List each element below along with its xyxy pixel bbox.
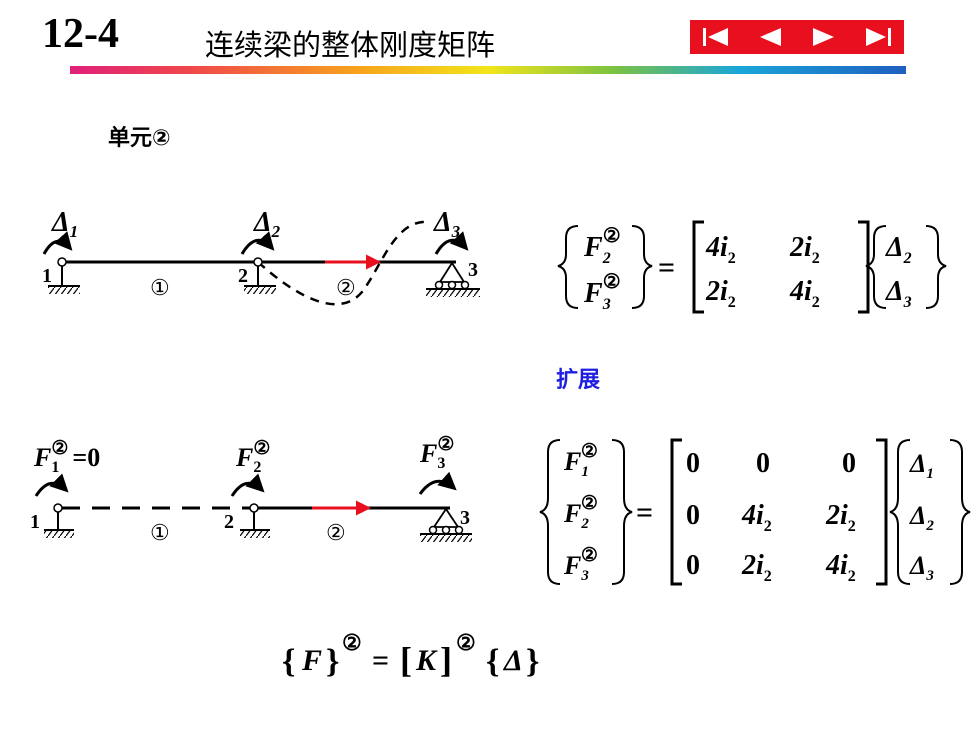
previous-icon — [759, 28, 781, 46]
moment-arrow-1 — [42, 231, 73, 255]
force-label-1: F1②=0 — [33, 438, 100, 476]
eq3-F: F — [301, 644, 322, 677]
eq1-matrix-cell-1-0: 2i2 — [705, 276, 736, 311]
eq1-lhs-2: F3② — [583, 271, 621, 313]
eq3-sup-1: ② — [342, 630, 362, 655]
next-icon — [813, 28, 834, 46]
eq2-rhs-3: Δ3 — [909, 551, 934, 584]
deflection-curve — [257, 220, 431, 306]
eq2-equals: = — [636, 496, 653, 529]
eq2-rhs-2: Δ2 — [909, 501, 934, 534]
next-slide-button[interactable] — [797, 20, 851, 54]
eq1-matrix-cell-0-1: 2i2 — [789, 232, 820, 267]
eq2-cell-0-1: 0 — [756, 448, 770, 479]
pin-support-node-2 — [244, 257, 276, 294]
skip-last-icon — [865, 28, 891, 46]
section-number: 12-4 — [42, 11, 119, 57]
element-heading: 单元② — [108, 126, 171, 151]
moment-label-3: Δ3 — [433, 207, 461, 241]
node-label-3: 3 — [460, 507, 470, 529]
roller-support-node-3 — [426, 261, 480, 297]
eq3-delta: Δ — [503, 644, 523, 677]
skip-first-icon — [703, 28, 728, 46]
expanded-stiffness-equation: F1② F2② F3② = 0 0 0 0 4i2 2i2 0 2i2 4i2 … — [539, 438, 971, 586]
beam-diagram-2: F1②=0 F2② F3② 1 2 3 ① ② — [30, 434, 472, 545]
eq3-brace-close: } — [326, 643, 339, 680]
eq3-K: K — [415, 644, 438, 677]
pin-support-node-1 — [44, 503, 74, 538]
pin-support-node-2 — [240, 503, 270, 538]
header-divider — [70, 66, 906, 74]
moment-arrow-3 — [418, 471, 457, 495]
eq3-equals: = — [372, 644, 389, 677]
beam-diagram-1: Δ1 Δ2 Δ3 1 2 3 ① ② — [42, 207, 480, 306]
moment-arrow-1 — [34, 473, 69, 497]
node-label-1: 1 — [42, 265, 52, 287]
eq1-rhs-2: Δ3 — [885, 276, 912, 311]
element-label-1: ① — [150, 520, 170, 545]
node-label-3: 3 — [468, 259, 478, 281]
eq3-sup-2: ② — [456, 630, 476, 655]
eq2-lhs-2: F2② — [563, 493, 598, 532]
eq2-cell-2-1: 2i2 — [741, 550, 772, 585]
eq2-cell-1-0: 0 — [686, 500, 700, 531]
element-label-2: ② — [326, 520, 346, 545]
moment-label-2: Δ2 — [253, 207, 281, 241]
eq2-cell-0-0: 0 — [686, 448, 700, 479]
section-title: 连续梁的整体刚度矩阵 — [205, 28, 496, 62]
eq2-cell-1-2: 2i2 — [825, 500, 856, 535]
node-label-2: 2 — [224, 511, 234, 533]
eq2-cell-2-0: 0 — [686, 550, 700, 581]
expand-heading: 扩展 — [556, 368, 601, 393]
eq1-matrix-cell-0-0: 4i2 — [705, 232, 736, 267]
moment-arrow-2 — [230, 473, 265, 497]
compact-equation: { F } ② = [ K ] ② { Δ } — [282, 630, 539, 680]
node-label-2: 2 — [238, 265, 248, 287]
eq2-lhs-3: F3② — [563, 545, 598, 584]
moment-label-1: Δ1 — [51, 207, 78, 241]
stiffness-equation-element-2: F2② F3② = 4i2 2i2 2i2 4i2 Δ2 Δ3 — [557, 220, 947, 314]
eq2-cell-0-2: 0 — [842, 448, 856, 479]
force-label-3: F3② — [419, 434, 454, 472]
node-label-1: 1 — [30, 511, 40, 533]
eq2-rhs-1: Δ1 — [909, 449, 934, 482]
first-slide-button[interactable] — [690, 20, 744, 54]
eq1-matrix-cell-1-1: 4i2 — [789, 276, 820, 311]
element-label-1: ① — [150, 275, 170, 300]
last-slide-button[interactable] — [851, 20, 905, 54]
eq1-rhs-1: Δ2 — [885, 232, 912, 267]
moment-arrow-3 — [434, 231, 469, 255]
moment-arrow-2 — [240, 231, 275, 255]
eq1-equals: = — [658, 251, 675, 284]
element-label-2: ② — [336, 275, 356, 300]
eq2-cell-2-2: 4i2 — [825, 550, 856, 585]
roller-support-node-3 — [420, 507, 472, 542]
eq3-brace-open: { — [282, 643, 295, 680]
previous-slide-button[interactable] — [744, 20, 798, 54]
eq3-bracket-close: ] — [440, 640, 452, 680]
nav-bar — [690, 20, 904, 54]
force-label-2: F2② — [235, 438, 270, 476]
pin-support-node-1 — [48, 257, 80, 294]
eq2-lhs-1: F1② — [563, 441, 598, 480]
eq2-cell-1-1: 4i2 — [741, 500, 772, 535]
eq3-brace2-open: { — [486, 643, 499, 680]
eq3-bracket-open: [ — [400, 640, 412, 680]
eq1-lhs-1: F2② — [583, 225, 621, 267]
eq3-brace2-close: } — [526, 643, 539, 680]
